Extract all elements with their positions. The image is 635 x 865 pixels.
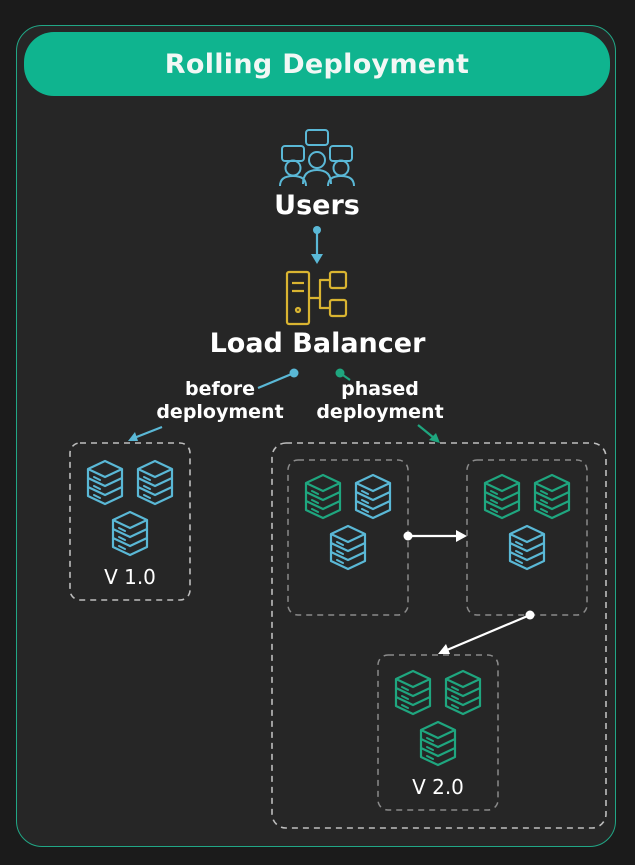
v1-group-box bbox=[69, 442, 191, 601]
v2-group-box bbox=[377, 654, 499, 811]
v1-label: V 1.0 bbox=[104, 565, 156, 589]
server-stack-icon bbox=[354, 473, 392, 520]
phase1-box bbox=[287, 459, 409, 616]
diagram-frame bbox=[16, 25, 616, 847]
before-deployment-arrow bbox=[128, 368, 299, 441]
users-label: Users bbox=[274, 190, 360, 221]
server-stack-icon bbox=[329, 524, 367, 571]
load-balancer-icon bbox=[285, 270, 348, 326]
server-stack-icon bbox=[508, 524, 546, 571]
phased-deployment-label: phased deployment bbox=[316, 378, 444, 423]
phased-group-box bbox=[271, 442, 607, 829]
v1-server-cluster bbox=[86, 459, 174, 557]
phase2-to-phase3-arrow bbox=[438, 610, 535, 654]
server-stack-icon bbox=[86, 459, 124, 506]
phase1-to-phase2-arrow bbox=[403, 530, 467, 542]
users-to-lb-arrow bbox=[311, 226, 323, 264]
v2-label: V 2.0 bbox=[412, 775, 464, 799]
title-banner: Rolling Deployment bbox=[24, 32, 610, 96]
phase1-server-cluster bbox=[304, 473, 392, 571]
server-stack-icon bbox=[483, 473, 521, 520]
server-stack-icon bbox=[444, 669, 482, 716]
v2-server-cluster bbox=[394, 669, 482, 767]
phase2-server-cluster bbox=[483, 473, 571, 571]
before-deployment-label: before deployment bbox=[156, 378, 284, 423]
server-stack-icon bbox=[419, 720, 457, 767]
load-balancer-label: Load Balancer bbox=[209, 328, 426, 359]
server-stack-icon bbox=[533, 473, 571, 520]
phased-deployment-arrow bbox=[335, 368, 440, 443]
server-stack-icon bbox=[304, 473, 342, 520]
diagram-title: Rolling Deployment bbox=[164, 48, 470, 80]
phase2-box bbox=[466, 459, 588, 616]
users-group-icon bbox=[279, 129, 355, 187]
server-stack-icon bbox=[136, 459, 174, 506]
server-stack-icon bbox=[394, 669, 432, 716]
server-stack-icon bbox=[111, 510, 149, 557]
